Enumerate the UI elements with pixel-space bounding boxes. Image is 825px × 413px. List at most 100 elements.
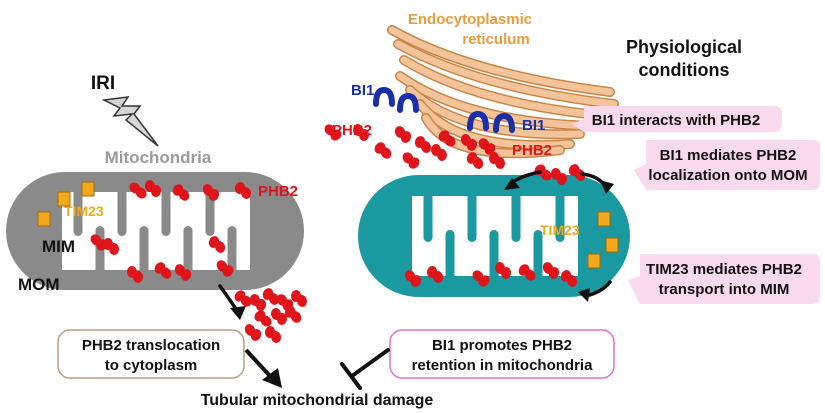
phb2-protein (102, 238, 120, 255)
tim23-square (57, 191, 71, 207)
phb2-protein (402, 152, 420, 169)
phb2-protein (550, 168, 568, 185)
phb2-protein (216, 260, 234, 277)
er-membrane-fill-1 (388, 26, 614, 96)
tim23-square (605, 237, 619, 253)
crista (467, 192, 477, 242)
box-bi1-promotes: BI1 promotes PHB2 retention in mitochond… (389, 329, 615, 379)
svg-text:BI1 mediates PHB2: BI1 mediates PHB2 (660, 147, 797, 164)
bi1-protein (493, 112, 515, 133)
phb2-protein (404, 270, 422, 287)
phb2-label-left: PHB2 (258, 183, 298, 200)
phb2-protein (518, 264, 536, 281)
tim23-square (587, 253, 601, 269)
er-label-line2: reticulum (462, 31, 530, 48)
phb2-protein (126, 266, 144, 283)
callout-bi1-interacts: BI1 interacts with PHB2 (572, 106, 782, 132)
phb2-protein (129, 182, 147, 199)
er-membrane-fill-6 (416, 100, 574, 149)
box-phb2-translocation: PHB2 translocation to cytoplasm (57, 329, 245, 379)
phb2-protein (270, 308, 288, 325)
mitochondria-label: Mitochondria (105, 148, 212, 167)
crista (423, 192, 433, 242)
phb2-protein (414, 136, 432, 153)
svg-text:TIM23 mediates PHB2: TIM23 mediates PHB2 (646, 261, 802, 278)
phb2-protein (290, 290, 308, 307)
iri-label: IRI (91, 73, 115, 94)
tim23-square (81, 181, 95, 197)
crista (73, 188, 83, 236)
physiological-label-line1: Physiological (626, 37, 742, 57)
crista (445, 230, 455, 280)
phb2-protein (249, 294, 267, 311)
phb2-protein (466, 152, 484, 169)
svg-text:PHB2 translocation: PHB2 translocation (82, 337, 220, 354)
er-membrane-fill-3 (400, 56, 612, 120)
phb2-protein (478, 138, 496, 155)
phb2-protein (534, 164, 552, 181)
phb2-protein (438, 130, 456, 147)
crista (227, 226, 237, 274)
phb2-protein (262, 288, 280, 305)
svg-text:BI1 interacts with PHB2: BI1 interacts with PHB2 (592, 112, 760, 129)
phb2-protein (494, 262, 512, 279)
phb2-protein (244, 324, 262, 341)
phb2-protein (234, 290, 252, 307)
physiological-label-line2: conditions (639, 60, 730, 80)
svg-text:retention in mitochondria: retention in mitochondria (412, 357, 593, 374)
phb2-protein (172, 184, 190, 201)
tim23-transporters (37, 181, 619, 269)
bi1-protein (397, 92, 419, 113)
arrow-to-damage (244, 348, 282, 388)
mom-label: MOM (18, 275, 60, 294)
crista (183, 226, 193, 274)
bi1-label-right: BI1 (522, 117, 545, 134)
crista (161, 188, 171, 236)
phb2-protein (202, 184, 220, 201)
svg-text:transport into MIM: transport into MIM (659, 281, 790, 298)
phb2-protein (234, 182, 252, 199)
phb2-protein (488, 152, 506, 169)
bi1-protein (373, 86, 395, 107)
bi1-proteins (373, 86, 515, 133)
bi1-label-top: BI1 (351, 82, 374, 99)
crista (117, 188, 127, 236)
phb2-protein (560, 270, 578, 287)
phb2-protein (394, 126, 412, 143)
damage-label: Tubular mitochondrial damage (201, 392, 434, 409)
crista (511, 192, 521, 242)
phb2-protein (472, 270, 490, 287)
svg-text:to cytoplasm: to cytoplasm (105, 357, 198, 374)
phb2-protein (324, 124, 342, 141)
tim23-label-left: TIM23 (64, 203, 104, 219)
er-membrane-fill-2 (394, 40, 618, 108)
phb2-protein (154, 262, 172, 279)
phb2-protein (430, 144, 448, 161)
crista (555, 192, 565, 242)
injured-mitochondrion (6, 172, 304, 290)
healthy-mitochondrion (358, 175, 630, 297)
tim23-square (37, 211, 51, 227)
er-label-line1: Endocytoplasmic (408, 11, 532, 28)
svg-text:BI1 promotes PHB2: BI1 promotes PHB2 (432, 337, 572, 354)
callout-bi1-mediates: BI1 mediates PHB2 localization onto MOM (634, 140, 820, 190)
phb2-label-mid: PHB2 (332, 122, 372, 139)
phb2-protein (460, 134, 478, 151)
lightning-icon (101, 96, 159, 147)
phb2-label-right: PHB2 (512, 142, 552, 159)
phb2-protein (426, 266, 444, 283)
mim-label: MIM (42, 237, 75, 256)
phb2-protein (284, 306, 302, 323)
phb2-proteins (90, 124, 586, 343)
phb2-protein (374, 142, 392, 159)
endoplasmic-reticulum (387, 25, 619, 159)
phb2-protein (254, 310, 272, 327)
tim23-square (597, 211, 611, 227)
tim23-label-right: TIM23 (540, 222, 580, 238)
phb2-protein (352, 124, 370, 141)
phb2-protein (264, 326, 282, 343)
crista (139, 226, 149, 274)
callout-tim23-mediates: TIM23 mediates PHB2 transport into MIM (628, 254, 820, 304)
phb2-protein (174, 264, 192, 281)
